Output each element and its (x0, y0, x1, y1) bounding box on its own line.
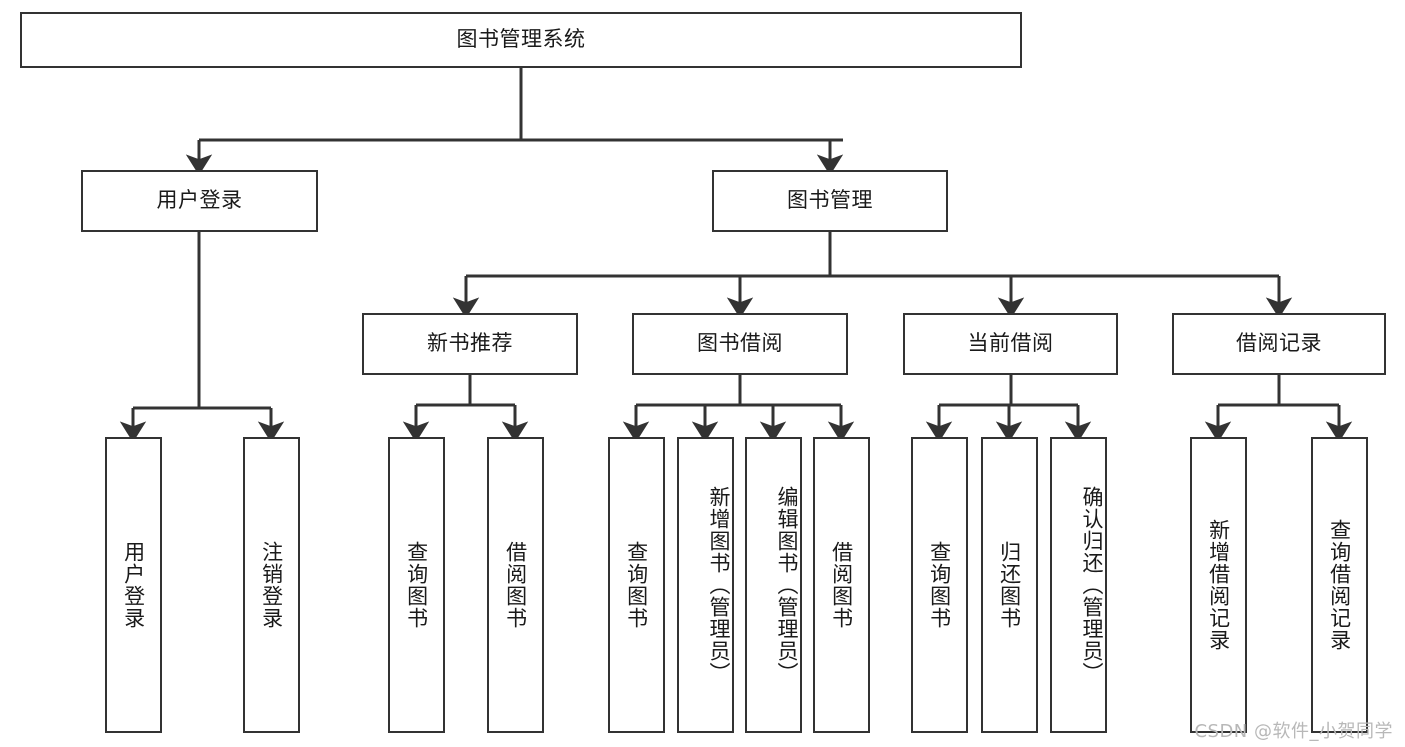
leaf-add-record[interactable]: 新增借阅记录 (1190, 437, 1247, 733)
leaf-user-login-label: 用户登录 (121, 541, 146, 629)
leaf-query-record-label: 查询借阅记录 (1327, 519, 1352, 651)
leaf-edit-book[interactable]: 编辑图书（管理员） (745, 437, 802, 733)
leaf-borrow-book-1[interactable]: 借阅图书 (487, 437, 544, 733)
leaf-query-book-3-label: 查询图书 (927, 541, 952, 629)
leaf-user-login[interactable]: 用户登录 (105, 437, 162, 733)
leaf-borrow-book-1-label: 借阅图书 (503, 541, 528, 629)
node-user-login[interactable]: 用户登录 (81, 170, 318, 232)
leaf-query-record[interactable]: 查询借阅记录 (1311, 437, 1368, 733)
node-current-borrow[interactable]: 当前借阅 (903, 313, 1118, 375)
node-book-management[interactable]: 图书管理 (712, 170, 948, 232)
node-current-borrow-label: 当前借阅 (967, 331, 1054, 356)
watermark: CSDN @软件_小贺同学 (1194, 721, 1393, 742)
leaf-borrow-book-2-label: 借阅图书 (829, 541, 854, 629)
node-new-book-recommend-label: 新书推荐 (427, 331, 513, 356)
node-book-borrow-label: 图书借阅 (697, 331, 783, 356)
leaf-edit-book-label: 编辑图书（管理员） (775, 486, 799, 684)
node-borrow-record-label: 借阅记录 (1236, 331, 1322, 356)
leaf-query-book-3[interactable]: 查询图书 (911, 437, 968, 733)
node-borrow-record[interactable]: 借阅记录 (1172, 313, 1386, 375)
node-new-book-recommend[interactable]: 新书推荐 (362, 313, 578, 375)
node-book-management-label: 图书管理 (787, 188, 873, 213)
leaf-logout[interactable]: 注销登录 (243, 437, 300, 733)
leaf-return-book[interactable]: 归还图书 (981, 437, 1038, 733)
node-root-label: 图书管理系统 (456, 27, 586, 52)
leaf-logout-label: 注销登录 (259, 541, 284, 629)
node-root[interactable]: 图书管理系统 (20, 12, 1022, 68)
node-user-login-label: 用户登录 (156, 188, 243, 213)
leaf-query-book-1[interactable]: 查询图书 (388, 437, 445, 733)
leaf-confirm-return[interactable]: 确认归还（管理员） (1050, 437, 1107, 733)
leaf-borrow-book-2[interactable]: 借阅图书 (813, 437, 870, 733)
leaf-query-book-2-label: 查询图书 (624, 541, 649, 629)
node-book-borrow[interactable]: 图书借阅 (632, 313, 848, 375)
leaf-add-book-label: 新增图书（管理员） (707, 486, 731, 684)
leaf-confirm-return-label: 确认归还（管理员） (1080, 486, 1104, 684)
leaf-query-book-2[interactable]: 查询图书 (608, 437, 665, 733)
leaf-add-book[interactable]: 新增图书（管理员） (677, 437, 734, 733)
leaf-return-book-label: 归还图书 (997, 541, 1022, 629)
leaf-query-book-1-label: 查询图书 (404, 541, 429, 629)
leaf-add-record-label: 新增借阅记录 (1206, 519, 1231, 651)
